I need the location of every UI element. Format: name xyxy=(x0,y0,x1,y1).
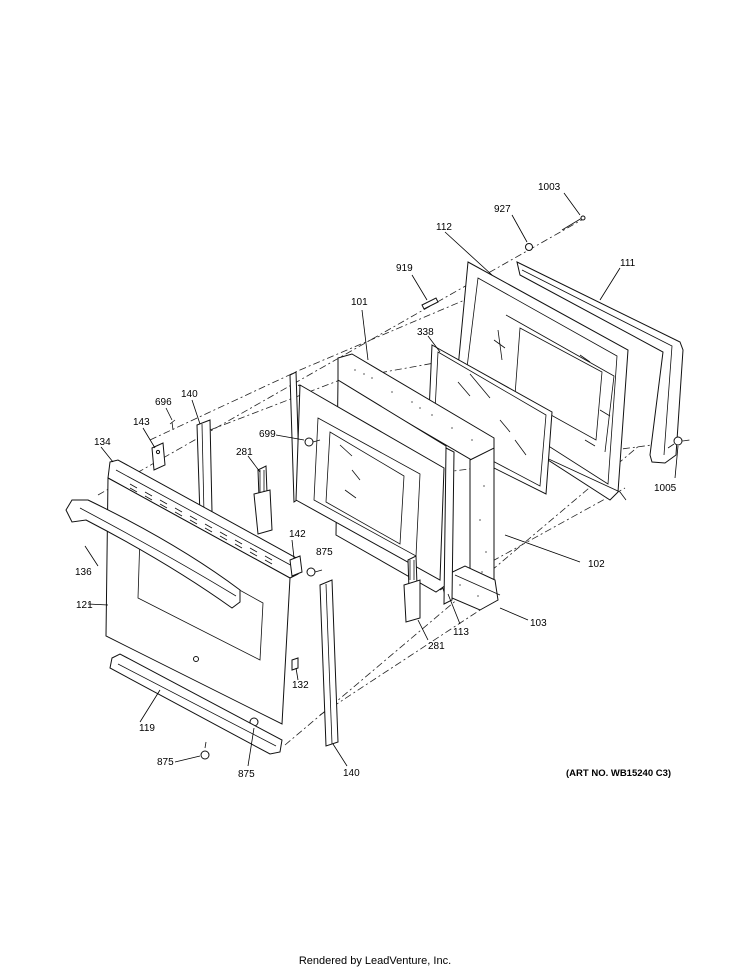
door-rear-frame-111 xyxy=(516,261,684,464)
part-label-101: 101 xyxy=(351,297,368,308)
part-label-338: 338 xyxy=(417,327,434,338)
part-label-281-right: 281 xyxy=(428,641,445,652)
part-label-696: 696 xyxy=(155,397,172,408)
part-label-143: 143 xyxy=(133,417,150,428)
part-label-103: 103 xyxy=(530,618,547,629)
part-label-927: 927 xyxy=(494,204,511,215)
clip-132 xyxy=(291,657,299,671)
part-label-136: 136 xyxy=(75,567,92,578)
screw-1003 xyxy=(561,215,586,231)
hinge-281-left xyxy=(253,465,273,535)
part-label-1005: 1005 xyxy=(654,483,677,494)
part-labels: 1003 927 112 111 919 101 338 140 696 143… xyxy=(75,182,677,780)
screw-696 xyxy=(169,419,176,431)
art-number: (ART NO. WB15240 C3) xyxy=(566,768,672,779)
screw-875-mid xyxy=(306,567,323,577)
part-label-111: 111 xyxy=(620,258,636,269)
insulation-bottom-103 xyxy=(454,574,501,596)
part-label-140-top: 140 xyxy=(181,389,198,400)
part-label-132: 132 xyxy=(292,680,309,691)
part-label-1003: 1003 xyxy=(538,182,561,193)
part-label-875-left: 875 xyxy=(157,757,174,768)
part-label-113: 113 xyxy=(453,627,469,638)
pin-919 xyxy=(421,297,439,310)
part-label-919: 919 xyxy=(396,263,413,274)
part-label-142: 142 xyxy=(289,529,306,540)
bottom-trim-119 xyxy=(109,653,283,755)
part-label-102: 102 xyxy=(588,559,605,570)
hinge-281-right xyxy=(403,555,421,623)
part-label-119: 119 xyxy=(139,723,155,734)
screw-699 xyxy=(304,437,321,447)
footer-credit: Rendered by LeadVenture, Inc. xyxy=(298,955,452,967)
part-label-875-mid: 875 xyxy=(316,547,333,558)
side-channel-140-top xyxy=(196,419,213,517)
washer-927 xyxy=(525,243,533,251)
part-label-121: 121 xyxy=(76,600,93,611)
part-label-134: 134 xyxy=(94,437,111,448)
door-side-panel-102 xyxy=(289,371,455,605)
part-label-875-bottom: 875 xyxy=(238,769,255,780)
screw-1005 xyxy=(667,436,683,449)
part-label-281-left: 281 xyxy=(236,447,253,458)
bracket-143 xyxy=(151,442,166,471)
insulation-101 xyxy=(337,353,499,611)
part-label-140-bottom: 140 xyxy=(343,768,360,779)
part-label-699: 699 xyxy=(259,429,276,440)
side-channel-140-bottom xyxy=(319,579,339,747)
door-handle-136 xyxy=(65,499,241,609)
leader-lines xyxy=(84,192,679,767)
screw-875-left xyxy=(200,741,210,760)
bracket-142 xyxy=(289,555,303,577)
part-label-112: 112 xyxy=(436,222,452,233)
